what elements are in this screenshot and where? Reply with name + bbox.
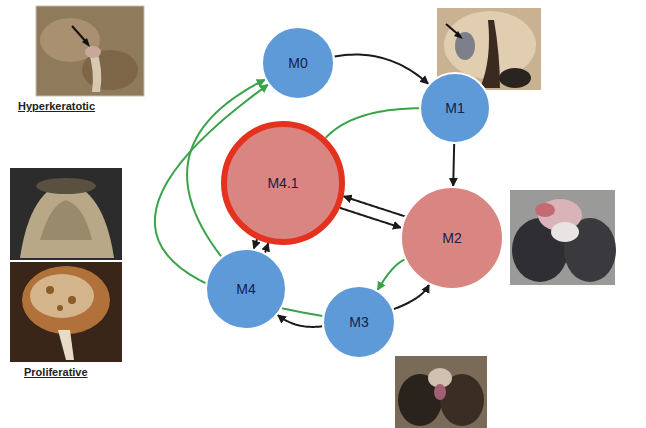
circle-shape bbox=[206, 249, 286, 329]
healing-arrow bbox=[378, 259, 405, 290]
circle-shape bbox=[401, 187, 503, 289]
transition-arrow bbox=[278, 315, 323, 327]
stage-circle: M3 bbox=[322, 285, 396, 359]
stage-circle: M4.1 bbox=[221, 121, 345, 245]
stage-circle: M0 bbox=[261, 26, 335, 100]
stage-name: M3 bbox=[349, 314, 368, 330]
circle-shape bbox=[262, 27, 334, 99]
stage-name: M2 bbox=[442, 230, 461, 246]
circle-shape bbox=[323, 286, 395, 358]
transition-arrow bbox=[452, 144, 455, 186]
stage-name: M4 bbox=[236, 281, 255, 297]
circle-shape bbox=[224, 124, 342, 242]
transition-arrow bbox=[265, 243, 268, 252]
stage-circle: M2 bbox=[400, 186, 504, 290]
lesion-type-label: Proliferative bbox=[24, 366, 88, 378]
lesion-type-label: Hyperkeratotic bbox=[18, 100, 95, 112]
transition-arrow bbox=[254, 239, 257, 248]
stage-circle: M4 bbox=[205, 248, 287, 330]
stage-name: M1 bbox=[445, 100, 464, 116]
transition-arrow bbox=[344, 196, 405, 216]
transition-arrow bbox=[334, 55, 428, 84]
lesion-photo bbox=[36, 6, 144, 96]
transition-arrow bbox=[394, 285, 429, 309]
healing-arrow bbox=[326, 108, 419, 138]
stage-name: M0 bbox=[288, 55, 307, 71]
lesion-photo bbox=[10, 168, 122, 260]
circle-shape bbox=[420, 73, 490, 143]
lesion-photo bbox=[395, 356, 487, 428]
stage-name: M4.1 bbox=[267, 175, 298, 191]
transition-arrow bbox=[340, 208, 401, 228]
lesion-photo bbox=[10, 262, 122, 362]
stage-circle: M1 bbox=[419, 72, 491, 144]
lesion-photo bbox=[510, 190, 616, 285]
